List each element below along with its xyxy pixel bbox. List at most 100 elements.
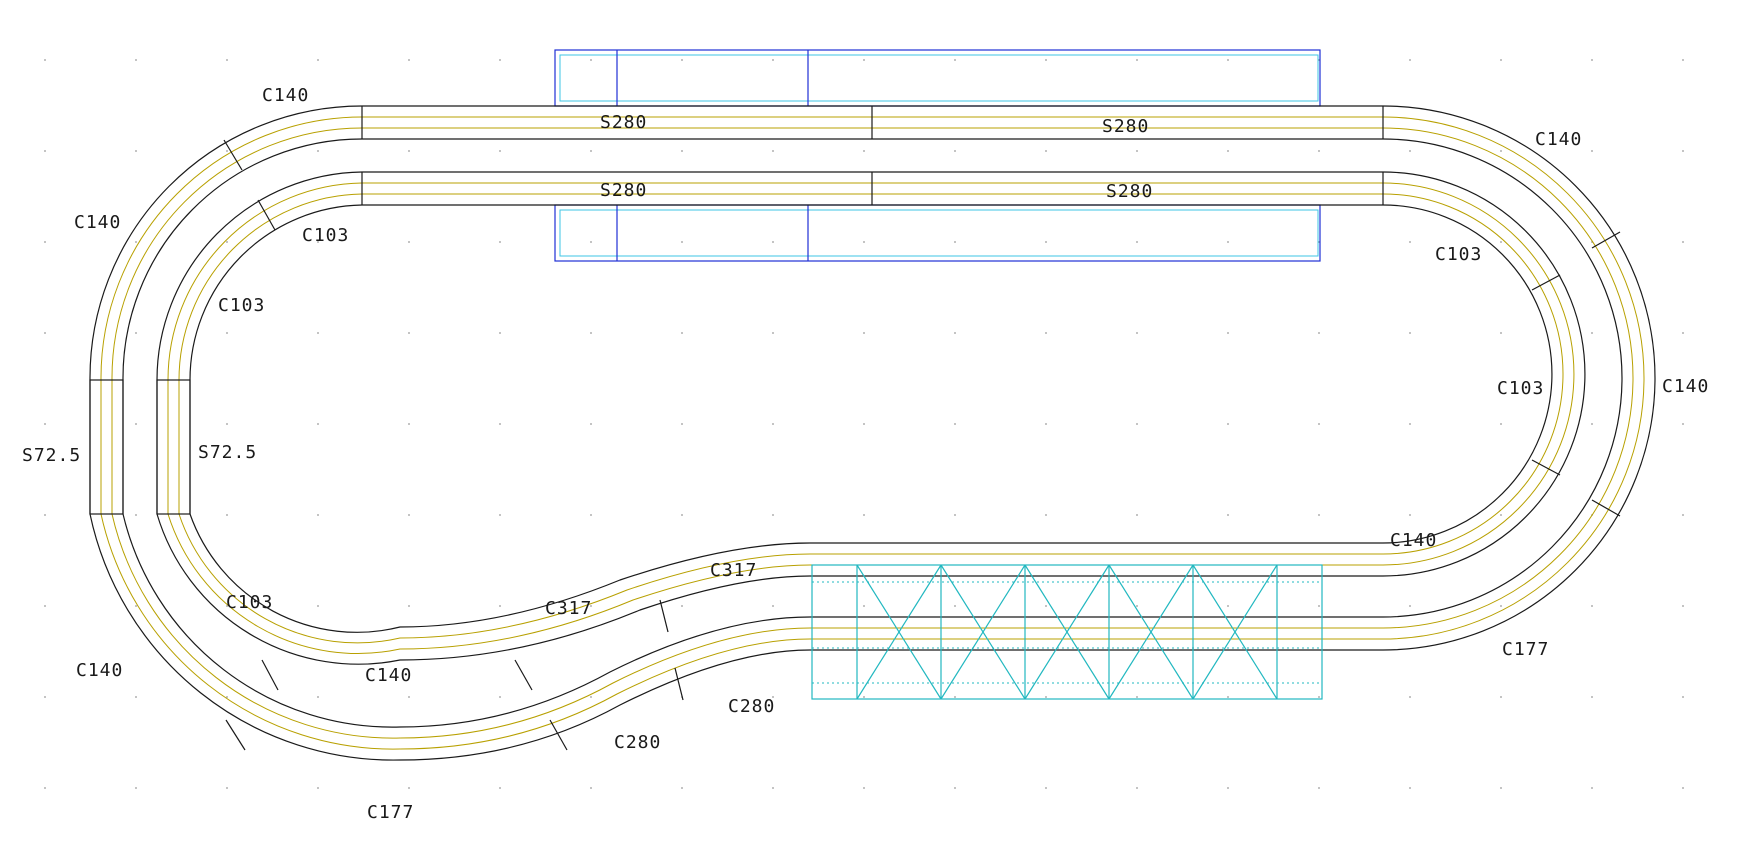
label-bottom-c140: C140 bbox=[365, 665, 412, 686]
grid-dot bbox=[1136, 332, 1138, 334]
label-mid-s280-2: S280 bbox=[1106, 181, 1153, 202]
label-bottom-c280-b: C280 bbox=[614, 732, 661, 753]
grid-dot bbox=[863, 150, 865, 152]
grid-dot bbox=[954, 150, 956, 152]
label-right-c140-top: C140 bbox=[1535, 129, 1582, 150]
inner-track-loop[interactable] bbox=[156, 171, 1586, 665]
label-right-c140-mid: C140 bbox=[1662, 376, 1709, 397]
grid-dot bbox=[317, 514, 319, 516]
grid-dot bbox=[1045, 514, 1047, 516]
truss-bridge[interactable] bbox=[811, 564, 1323, 700]
grid-dot bbox=[1682, 423, 1684, 425]
label-left-c103-b: C103 bbox=[218, 295, 265, 316]
grid-dot bbox=[499, 696, 501, 698]
grid-dot bbox=[135, 696, 137, 698]
lower-platform[interactable] bbox=[554, 204, 1321, 262]
grid-dot bbox=[1409, 696, 1411, 698]
grid-dot bbox=[226, 514, 228, 516]
grid-dot bbox=[226, 787, 228, 789]
grid-dot bbox=[1500, 150, 1502, 152]
grid-dot bbox=[1136, 605, 1138, 607]
grid-dot bbox=[44, 423, 46, 425]
grid-dot bbox=[681, 423, 683, 425]
label-right-c177: C177 bbox=[1502, 639, 1549, 660]
grid-dot bbox=[681, 787, 683, 789]
grid-dot bbox=[408, 332, 410, 334]
grid-dot bbox=[226, 59, 228, 61]
grid-dot bbox=[590, 59, 592, 61]
grid-dot bbox=[1227, 696, 1229, 698]
grid-dot bbox=[590, 605, 592, 607]
grid-dot bbox=[1500, 605, 1502, 607]
grid-dot bbox=[1318, 514, 1320, 516]
grid-dot bbox=[1409, 605, 1411, 607]
grid-dot bbox=[1500, 696, 1502, 698]
label-left-c140-mid: C140 bbox=[74, 212, 121, 233]
grid-dot bbox=[1318, 696, 1320, 698]
inner-s72-section[interactable] bbox=[156, 379, 191, 515]
grid-dot bbox=[1409, 423, 1411, 425]
grid-dot bbox=[44, 332, 46, 334]
grid-dot bbox=[317, 605, 319, 607]
grid-dot bbox=[226, 605, 228, 607]
label-right-c103-mid: C103 bbox=[1497, 378, 1544, 399]
grid-dot bbox=[863, 241, 865, 243]
grid-dot bbox=[1045, 696, 1047, 698]
grid-dot bbox=[499, 605, 501, 607]
grid-dot bbox=[317, 696, 319, 698]
grid-dot bbox=[44, 241, 46, 243]
grid-dot bbox=[772, 332, 774, 334]
grid-dot bbox=[1591, 150, 1593, 152]
outer-track-loop[interactable] bbox=[89, 105, 1656, 761]
grid-dot bbox=[1682, 241, 1684, 243]
grid-dot bbox=[1409, 241, 1411, 243]
grid-dot bbox=[1136, 150, 1138, 152]
grid-dot bbox=[681, 241, 683, 243]
label-bottom-c317-a: C317 bbox=[710, 560, 757, 581]
grid-dot bbox=[1227, 423, 1229, 425]
grid-dot bbox=[1227, 241, 1229, 243]
grid-dot bbox=[1045, 241, 1047, 243]
grid-dot bbox=[317, 332, 319, 334]
grid-dot bbox=[135, 605, 137, 607]
grid-dot bbox=[1591, 787, 1593, 789]
grid-dots bbox=[44, 59, 1684, 789]
label-bottom-c280-a: C280 bbox=[728, 696, 775, 717]
grid-dot bbox=[1591, 59, 1593, 61]
grid-dot bbox=[226, 696, 228, 698]
grid-dot bbox=[590, 696, 592, 698]
label-mid-s280-1: S280 bbox=[600, 180, 647, 201]
upper-platform[interactable] bbox=[554, 49, 1321, 107]
grid-dot bbox=[1045, 332, 1047, 334]
grid-dot bbox=[772, 696, 774, 698]
grid-dot bbox=[1682, 696, 1684, 698]
grid-dot bbox=[1136, 241, 1138, 243]
grid-dot bbox=[226, 150, 228, 152]
track-joints bbox=[223, 106, 1621, 751]
grid-dot bbox=[1045, 59, 1047, 61]
grid-dot bbox=[408, 514, 410, 516]
grid-dot bbox=[1136, 696, 1138, 698]
grid-dot bbox=[1500, 423, 1502, 425]
grid-dot bbox=[1045, 423, 1047, 425]
grid-dot bbox=[1591, 332, 1593, 334]
grid-dot bbox=[1591, 605, 1593, 607]
grid-dot bbox=[681, 605, 683, 607]
label-right-c140-low: C140 bbox=[1390, 530, 1437, 551]
grid-dot bbox=[772, 150, 774, 152]
grid-dot bbox=[1318, 423, 1320, 425]
grid-dot bbox=[408, 241, 410, 243]
label-left-s72-inner: S72.5 bbox=[198, 442, 257, 463]
grid-dot bbox=[317, 241, 319, 243]
grid-dot bbox=[408, 59, 410, 61]
outer-s72-section[interactable] bbox=[89, 379, 124, 515]
grid-dot bbox=[863, 605, 865, 607]
grid-dot bbox=[590, 241, 592, 243]
grid-dot bbox=[1682, 605, 1684, 607]
label-right-c103-top: C103 bbox=[1435, 244, 1482, 265]
grid-dot bbox=[863, 514, 865, 516]
grid-dot bbox=[1409, 787, 1411, 789]
grid-dot bbox=[772, 605, 774, 607]
label-left-c140-low: C140 bbox=[76, 660, 123, 681]
